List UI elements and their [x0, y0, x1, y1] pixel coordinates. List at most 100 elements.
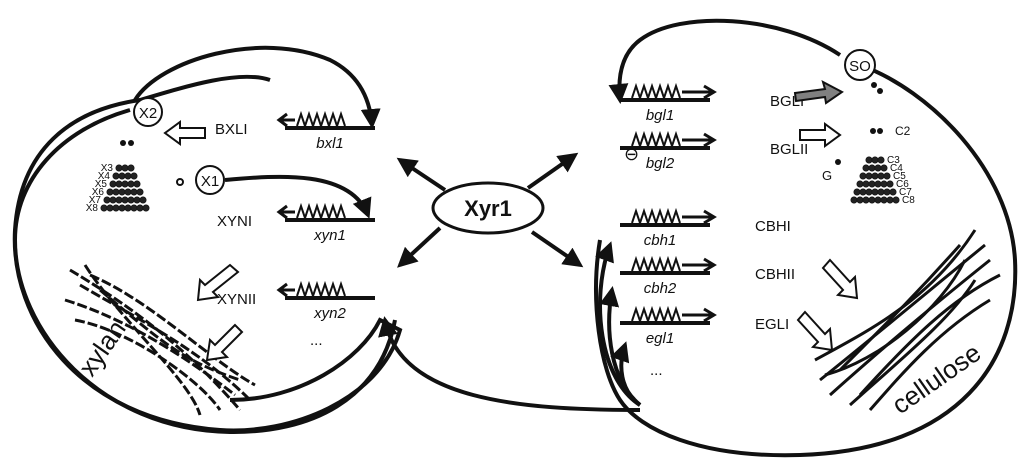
protein-label-BGLII: BGLII: [770, 141, 808, 158]
so-label: SO: [849, 58, 871, 75]
oligomer-label-X6: X6: [92, 187, 105, 198]
oligomer-unit: [136, 188, 144, 196]
oligomer-unit: [112, 172, 120, 180]
promoter-coil-bgl1: [631, 82, 681, 102]
bglii-open-arrow: [799, 122, 842, 148]
cbhii-open-arrow: [796, 310, 834, 352]
oligomer-unit: [874, 164, 882, 172]
xyr1-to-xyn: [397, 226, 442, 268]
oligomer-unit: [112, 204, 120, 212]
oligomer-unit: [100, 204, 108, 212]
oligomer-unit: [892, 196, 900, 204]
so-dot-a: [871, 82, 877, 88]
gene-label-xyn2: xyn2: [313, 305, 346, 322]
promoter-coil-cbh1: [631, 207, 681, 227]
oligomer-unit: [109, 180, 117, 188]
oligomer-unit: [115, 196, 123, 204]
oligomer-unit: [886, 196, 894, 204]
oligomer-unit: [877, 172, 885, 180]
xylobiose-dot-b: [128, 140, 134, 146]
oligomer-unit: [130, 204, 138, 212]
xylan-fibers: [64, 264, 256, 416]
oligomer-label-C5: C5: [893, 171, 906, 182]
gene-label-xyn1: xyn1: [313, 227, 346, 244]
oligomer-label-C8: C8: [902, 195, 915, 206]
oligomer-unit: [871, 188, 879, 196]
promoter-coil-bxl1: [296, 110, 346, 130]
oligomer-unit: [853, 188, 861, 196]
oligomer-unit: [850, 196, 858, 204]
xynii-open-arrow: [205, 323, 244, 362]
oligomer-unit: [133, 180, 141, 188]
promoter-coil-xyn1: [296, 202, 346, 222]
oligomer-unit: [127, 180, 135, 188]
feedback-xyn2: [378, 316, 641, 412]
oligomer-unit: [868, 180, 876, 188]
bxli-open-arrow: [163, 120, 206, 146]
gene-label-bgl1: bgl1: [646, 107, 674, 124]
oligomer-unit: [865, 188, 873, 196]
oligomer-label-X4: X4: [98, 171, 111, 182]
oligomer-unit: [139, 196, 147, 204]
repression-sign: ⊖: [624, 144, 639, 164]
xylose-dot: [176, 178, 184, 186]
oligomer-label-X8: X8: [86, 203, 99, 214]
c2-dot-a: [870, 128, 876, 134]
oligomer-unit: [868, 164, 876, 172]
tss-arrow-egl1: [682, 307, 717, 323]
left-cell-top: [133, 45, 381, 129]
oligomer-unit: [877, 188, 885, 196]
oligomer-label-C4: C4: [890, 163, 903, 174]
oligomer-unit: [871, 156, 879, 164]
tss-arrow-xyn2: [276, 282, 295, 298]
xylan-label: xylan: [72, 315, 131, 382]
oligomer-unit: [124, 172, 132, 180]
oligomer-unit: [880, 196, 888, 204]
oligomer-unit: [856, 180, 864, 188]
oligomer-unit: [124, 204, 132, 212]
oligomer-unit: [880, 180, 888, 188]
oligomer-unit: [121, 196, 129, 204]
oligomer-unit: [862, 196, 870, 204]
right-cell-top: [608, 18, 842, 104]
oligomer-unit: [859, 172, 867, 180]
oligomer-unit: [865, 172, 873, 180]
oligomer-unit: [124, 188, 132, 196]
oligomer-unit: [112, 188, 120, 196]
oligomer-unit: [880, 164, 888, 172]
promoter-coil-cbh2: [631, 255, 681, 275]
oligomer-unit: [862, 164, 870, 172]
glucose-dot: [835, 159, 841, 165]
oligomer-label-C7: C7: [899, 187, 912, 198]
oligomer-unit: [109, 196, 117, 204]
feedback-egl1: [610, 341, 642, 407]
oligomer-unit: [868, 196, 876, 204]
c2-label: C2: [895, 124, 911, 138]
cbhi-open-arrow: [821, 258, 859, 300]
oligomer-label-X5: X5: [95, 179, 108, 190]
x2-circle: [133, 97, 163, 127]
oligomer-label-X7: X7: [89, 195, 102, 206]
right-more-genes: ...: [650, 362, 663, 379]
oligomer-unit: [871, 172, 879, 180]
oligomer-unit: [106, 188, 114, 196]
oligomer-unit: [856, 196, 864, 204]
protein-label-BXLI: BXLI: [215, 121, 248, 138]
xyr1-to-cbh: [530, 230, 584, 268]
x1-label: X1: [201, 173, 219, 190]
right-cell-body: [594, 63, 1018, 458]
oligomer-unit: [130, 172, 138, 180]
tss-arrow-bgl2: [682, 132, 717, 148]
xyr1-to-bgl: [526, 152, 579, 190]
oligomer-unit: [889, 188, 897, 196]
left-more-genes: ...: [310, 332, 323, 349]
tss-arrow-cbh1: [682, 209, 717, 225]
xylobiose-dot-a: [120, 140, 126, 146]
promoter-coil-egl1: [631, 305, 681, 325]
so-dot-b: [877, 88, 883, 94]
oligomer-unit: [121, 164, 129, 172]
oligomer-unit: [877, 156, 885, 164]
